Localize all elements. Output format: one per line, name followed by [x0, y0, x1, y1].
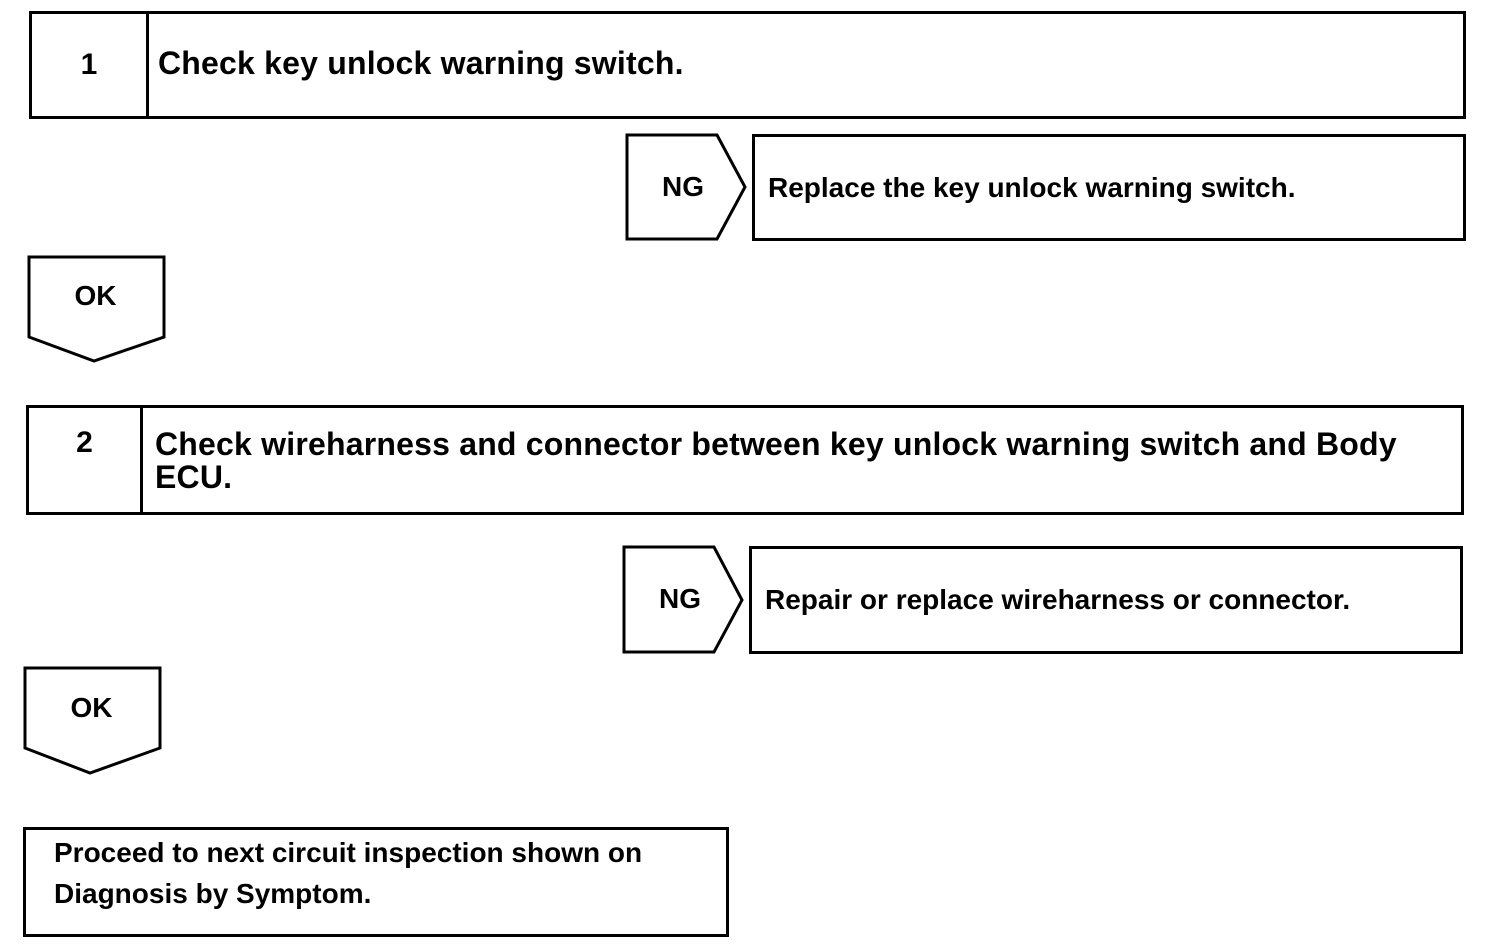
step-1-text: Check key unlock warning switch.: [158, 45, 684, 81]
ng-1-result-box: Replace the key unlock warning switch.: [752, 134, 1466, 241]
step-2-number: 2: [29, 408, 143, 512]
ok-1-label: OK: [74, 280, 117, 311]
step-2-box: 2 Check wireharness and connector betwee…: [26, 405, 1464, 515]
ok-2-arrow-shape: [23, 666, 162, 775]
step-2-text: Check wireharness and connector between …: [155, 426, 1397, 495]
ok-2-label: OK: [70, 692, 113, 723]
final-instruction-box: Proceed to next circuit inspection shown…: [23, 827, 729, 937]
step-1-box: 1 Check key unlock warning switch.: [29, 11, 1466, 119]
ok-1-arrow-shape: [27, 255, 166, 363]
ng-1-label: NG: [662, 171, 704, 202]
final-line-2: Diagnosis by Symptom.: [54, 878, 372, 909]
ng-2-result-box: Repair or replace wireharness or connect…: [749, 546, 1463, 654]
final-line-1: Proceed to next circuit inspection shown…: [54, 837, 643, 868]
ng-2-label: NG: [659, 583, 701, 614]
ng-1-arrow-shape: [625, 133, 747, 241]
step-1-number: 1: [32, 14, 149, 116]
ng-2-arrow-shape: [622, 545, 744, 654]
